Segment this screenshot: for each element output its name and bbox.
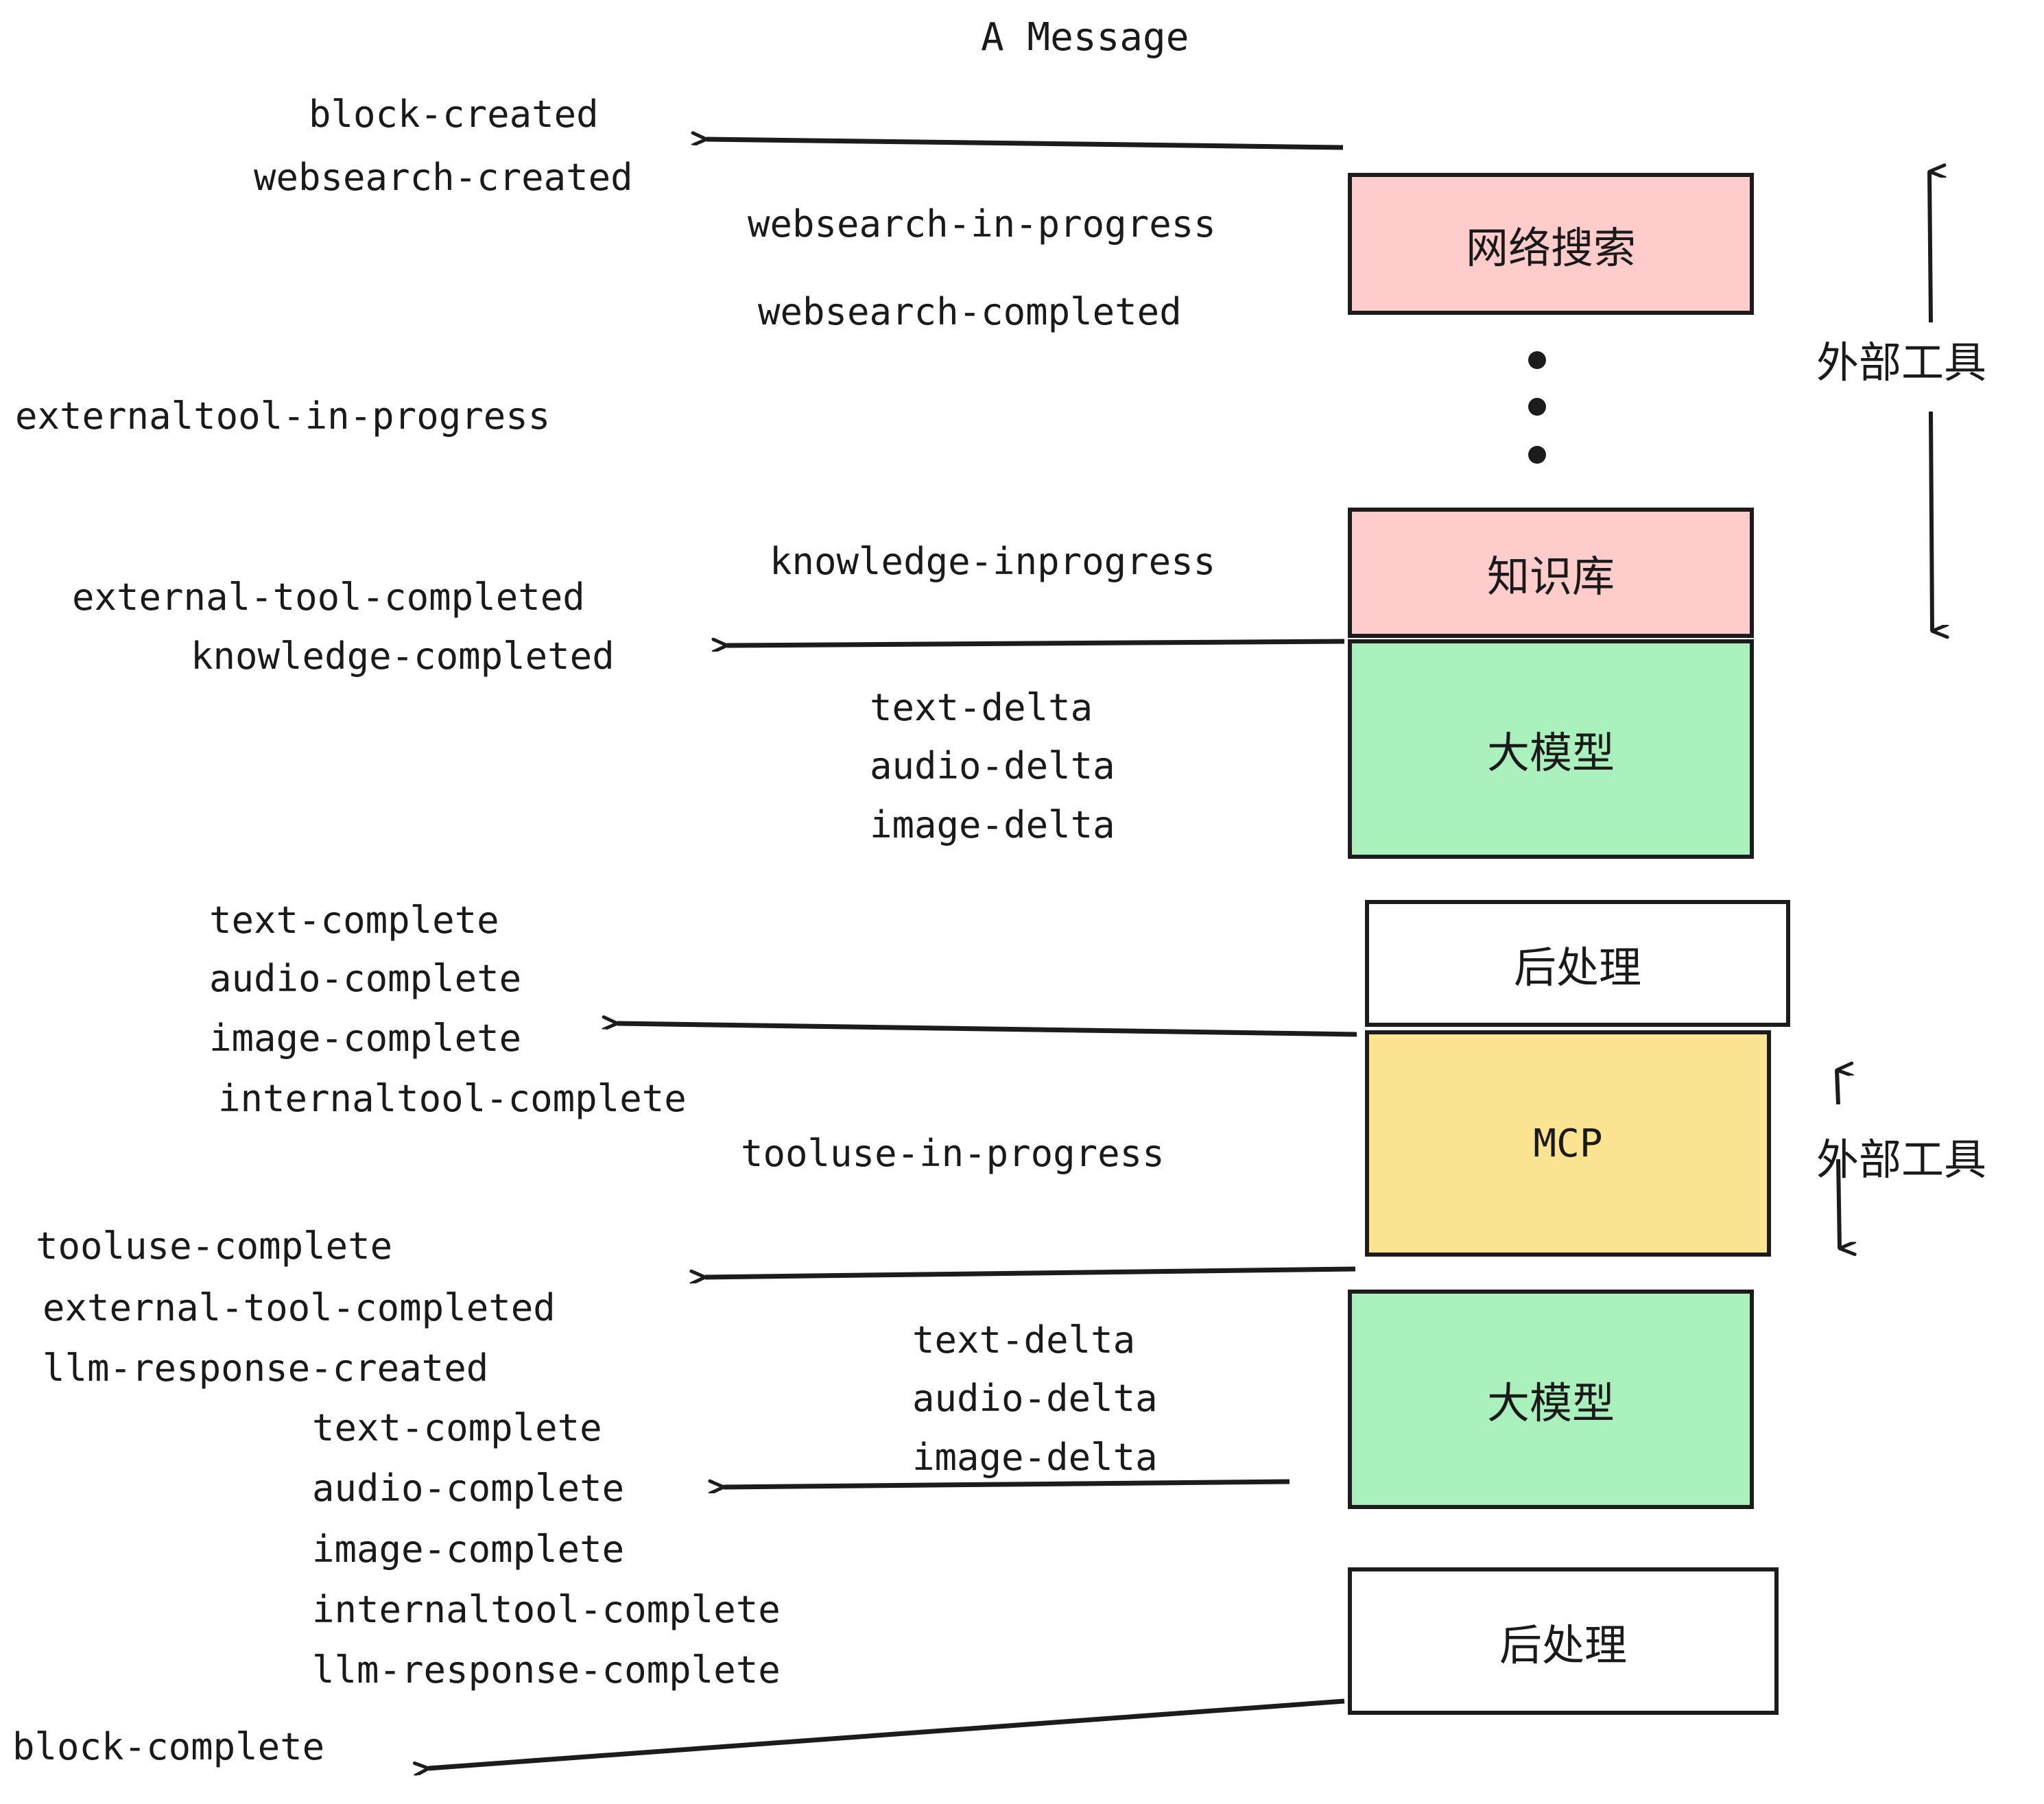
- arrow-external-tools-top-up: [1927, 171, 1931, 323]
- event-audio-complete-first: audio-complete: [209, 957, 522, 1000]
- event-externaltool-in-progress: externaltool-in-progress: [15, 394, 551, 438]
- page-title: A Message: [981, 15, 1189, 60]
- arrow-image-complete: [617, 1023, 1357, 1037]
- event-external-tool-completed-first: external-tool-completed: [72, 575, 585, 619]
- node-postprocess-first[interactable]: 后处理: [1365, 900, 1790, 1027]
- label-external-tools-top: 外部工具: [1816, 337, 1987, 388]
- event-websearch-in-progress: websearch-in-progress: [748, 202, 1216, 246]
- event-text-complete-first: text-complete: [209, 899, 499, 942]
- node-mcp[interactable]: MCP: [1365, 1030, 1771, 1257]
- event-knowledge-completed: knowledge-completed: [191, 634, 615, 678]
- event-audio-delta-second: audio-delta: [912, 1377, 1158, 1420]
- event-block-complete: block-complete: [12, 1725, 325, 1768]
- event-internaltool-complete-second: internaltool-complete: [312, 1588, 781, 1631]
- arrow-websearch-to-blockcreated: [706, 139, 1344, 150]
- event-llm-response-complete: llm-response-complete: [312, 1648, 781, 1692]
- node-mcp-label: MCP: [1533, 1121, 1603, 1166]
- node-postprocess-second[interactable]: 后处理: [1348, 1567, 1779, 1715]
- node-postprocess-second-label: 后处理: [1499, 1619, 1627, 1670]
- arrow-external-tools-bottom-up: [1835, 1070, 1838, 1105]
- event-image-complete-second: image-complete: [312, 1528, 625, 1571]
- event-websearch-completed: websearch-completed: [758, 290, 1182, 333]
- arrow-knowledge-completed: [727, 641, 1345, 645]
- node-llm-second[interactable]: 大模型: [1348, 1290, 1754, 1509]
- ellipsis-dot: [1528, 398, 1546, 416]
- event-tooluse-in-progress: tooluse-in-progress: [741, 1132, 1165, 1175]
- label-external-tools-bottom: 外部工具: [1816, 1135, 1987, 1185]
- arrow-external-tools-top-down: [1929, 411, 1932, 631]
- event-audio-delta-first: audio-delta: [870, 744, 1115, 787]
- node-postprocess-first-label: 后处理: [1513, 942, 1641, 993]
- arrow-audio-complete: [724, 1479, 1290, 1487]
- arrow-block-complete: [429, 1698, 1345, 1768]
- event-text-delta-first: text-delta: [870, 686, 1093, 729]
- event-image-delta-second: image-delta: [912, 1436, 1158, 1479]
- node-knowledge-label: 知识库: [1486, 551, 1615, 602]
- event-image-complete-first: image-complete: [209, 1017, 522, 1060]
- event-knowledge-inprogress: knowledge-inprogress: [770, 540, 1216, 583]
- event-block-created: block-created: [309, 93, 599, 136]
- node-websearch-label: 网络搜索: [1465, 222, 1636, 273]
- event-text-delta-second: text-delta: [912, 1318, 1136, 1362]
- node-llm-first[interactable]: 大模型: [1348, 639, 1754, 859]
- event-audio-complete-second: audio-complete: [312, 1467, 625, 1510]
- ellipsis-dot: [1528, 446, 1546, 464]
- node-knowledge[interactable]: 知识库: [1348, 508, 1754, 638]
- event-tooluse-complete: tooluse-complete: [36, 1224, 393, 1268]
- event-websearch-created: websearch-created: [254, 156, 633, 199]
- node-llm-first-label: 大模型: [1486, 728, 1615, 778]
- event-text-complete-second: text-complete: [312, 1406, 602, 1449]
- event-internaltool-complete-first: internaltool-complete: [218, 1077, 687, 1120]
- node-llm-second-label: 大模型: [1486, 1378, 1615, 1428]
- event-external-tool-completed-second: external-tool-completed: [43, 1286, 556, 1329]
- arrow-tooluse-complete: [705, 1266, 1356, 1277]
- event-llm-response-created: llm-response-created: [43, 1346, 489, 1390]
- ellipsis-dot: [1528, 351, 1546, 369]
- event-image-delta-first: image-delta: [870, 803, 1115, 846]
- node-websearch[interactable]: 网络搜索: [1348, 173, 1754, 315]
